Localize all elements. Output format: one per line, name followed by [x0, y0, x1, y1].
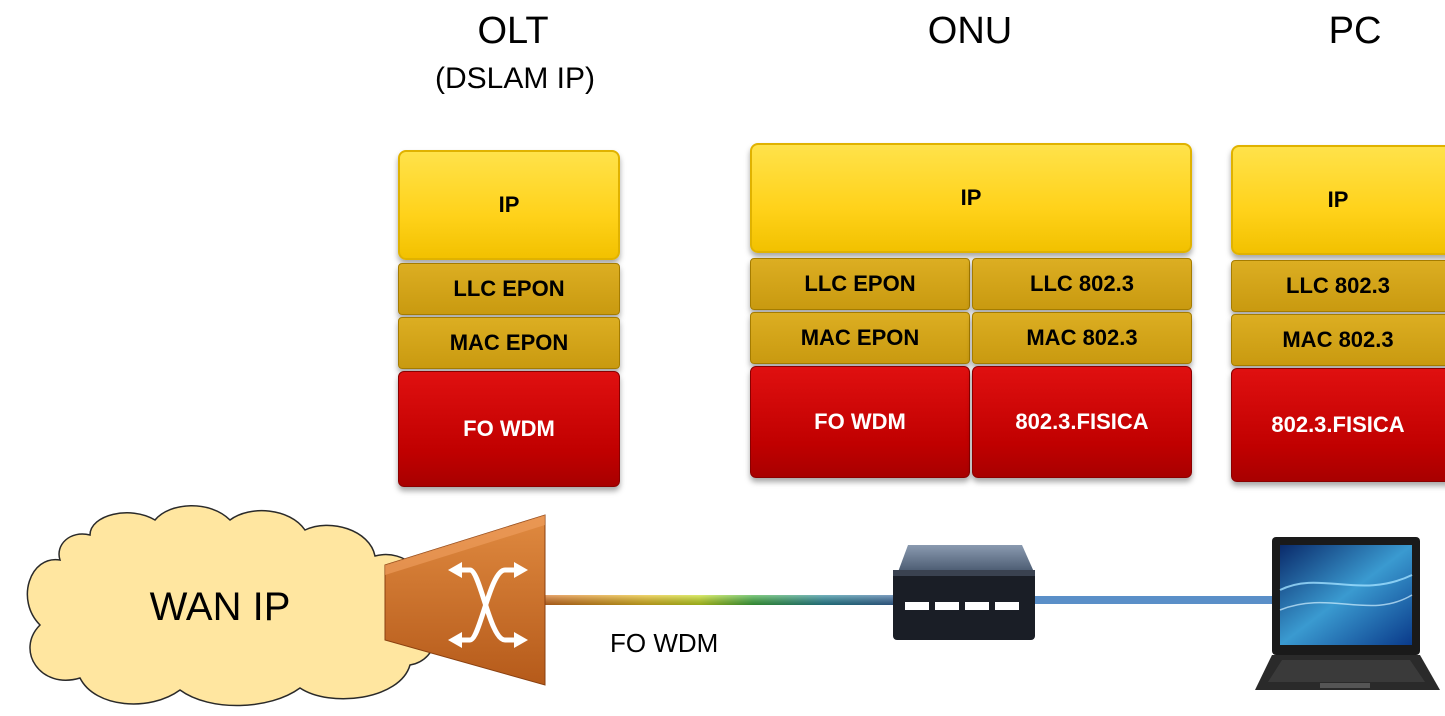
- olt-mac-layer: MAC EPON: [398, 317, 620, 369]
- onu-ip-layer: IP: [750, 143, 1192, 253]
- pc-physical-layer: 802.3.FISICA: [1231, 368, 1445, 482]
- pc-llc-layer: LLC 802.3: [1231, 260, 1445, 312]
- onu-device-icon: [893, 545, 1035, 640]
- olt-ip-layer: IP: [398, 150, 620, 260]
- olt-physical-layer: FO WDM: [398, 371, 620, 487]
- onu-title: ONU: [927, 10, 1013, 52]
- onu-mac-8023-layer: MAC 802.3: [972, 312, 1192, 364]
- fiber-link-label: FO WDM: [610, 628, 719, 658]
- olt-title: OLT: [477, 10, 549, 52]
- laptop-icon: [1255, 537, 1440, 690]
- onu-mac-epon-layer: MAC EPON: [750, 312, 970, 364]
- olt-switch-icon: [384, 514, 546, 686]
- onu-fo-wdm-layer: FO WDM: [750, 366, 970, 478]
- onu-llc-epon-layer: LLC EPON: [750, 258, 970, 310]
- pc-ip-layer: IP: [1231, 145, 1445, 255]
- wan-cloud-label: WAN IP: [149, 585, 291, 629]
- pc-title: PC: [1328, 10, 1382, 52]
- ethernet-link: [1030, 596, 1282, 604]
- olt-llc-layer: LLC EPON: [398, 263, 620, 315]
- onu-llc-8023-layer: LLC 802.3: [972, 258, 1192, 310]
- pc-mac-layer: MAC 802.3: [1231, 314, 1445, 366]
- olt-subtitle: (DSLAM IP): [434, 62, 596, 95]
- onu-8023-physical-layer: 802.3.FISICA: [972, 366, 1192, 478]
